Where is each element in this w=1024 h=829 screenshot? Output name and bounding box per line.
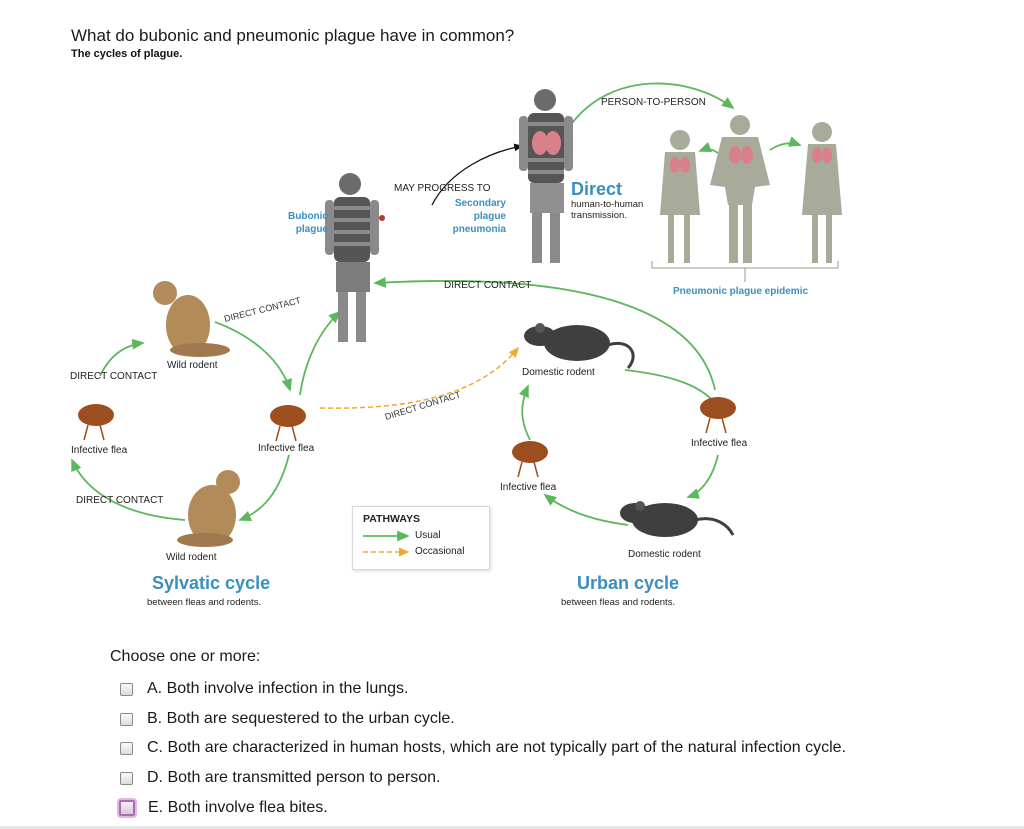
option-b-checkbox[interactable] (120, 712, 133, 726)
direct-contact-label-human: DIRECT CONTACT (444, 280, 532, 291)
wild-rodent-label-bottom: Wild rodent (166, 552, 217, 563)
option-e-label[interactable]: E. Both involve flea bites. (148, 799, 328, 816)
domestic-rodent-top (524, 323, 635, 370)
option-a[interactable]: A. Both involve infection in the lungs. (120, 678, 409, 700)
legend-occasional: Occasional (415, 546, 465, 557)
option-e-checkbox[interactable] (119, 800, 135, 816)
bottom-divider (0, 826, 1024, 829)
direct-sub-label: human-to-human transmission. (571, 199, 644, 221)
sylvatic-cycle-sub: between fleas and rodents. (147, 597, 262, 608)
direct-contact-label-left-bottom: DIRECT CONTACT (76, 495, 164, 506)
human-bubonic-figure (325, 173, 385, 342)
legend-usual: Usual (415, 530, 441, 541)
direct-contact-label-occasional: DIRECT CONTACT (384, 389, 463, 422)
option-b[interactable]: B. Both are sequestered to the urban cyc… (120, 708, 455, 730)
option-a-checkbox[interactable] (120, 682, 133, 696)
infective-flea-label-left: Infective flea (71, 445, 128, 456)
urban-cycle-title: Urban cycle (577, 573, 680, 593)
option-d[interactable]: D. Both are transmitted person to person… (120, 767, 440, 789)
option-e[interactable]: E. Both involve flea bites. (119, 797, 328, 819)
urban-cycle-sub: between fleas and rodents. (561, 597, 676, 608)
person-to-person-label: PERSON-TO-PERSON (601, 97, 706, 108)
pathways-legend: PATHWAYS Usual Occasional (352, 506, 490, 570)
option-d-checkbox[interactable] (120, 771, 133, 785)
option-c-checkbox[interactable] (120, 741, 133, 755)
plague-cycle-diagram: DIRECT CONTACT DIRECT CONTACT (71, 82, 842, 547)
option-c-label[interactable]: C. Both are characterized in human hosts… (147, 739, 847, 756)
infective-flea-label-urban: Infective flea (500, 482, 557, 493)
epidemic-silhouettes (660, 115, 842, 263)
legend-title: PATHWAYS (363, 513, 420, 525)
legend-swatches (363, 530, 410, 557)
human-direct-figure (519, 89, 573, 263)
pneumonic-epidemic-label: Pneumonic plague epidemic (673, 286, 809, 297)
infective-flea-label-right: Infective flea (691, 438, 748, 449)
secondary-pneumonia-label: Secondary plague pneumonia (452, 198, 506, 235)
option-d-label[interactable]: D. Both are transmitted person to person… (147, 769, 441, 786)
infective-flea-label-mid: Infective flea (258, 443, 315, 454)
sylvatic-cycle-title: Sylvatic cycle (152, 573, 271, 593)
direct-contact-label-left-top: DIRECT CONTACT (70, 371, 158, 382)
may-progress-label: MAY PROGRESS TO (394, 183, 491, 194)
direct-contact-label-rodent: DIRECT CONTACT (223, 295, 302, 324)
direct-label: Direct (571, 179, 623, 199)
bubonic-plague-label: Bubonic plague (288, 211, 328, 235)
figure-title: The cycles of plague. (71, 48, 183, 60)
wild-rodent-top (153, 281, 230, 357)
question-text: What do bubonic and pneumonic plague hav… (71, 26, 515, 45)
wild-rodent-bottom (177, 470, 240, 547)
choose-prompt: Choose one or more: (110, 648, 261, 665)
option-a-label[interactable]: A. Both involve infection in the lungs. (147, 680, 409, 697)
option-c[interactable]: C. Both are characterized in human hosts… (120, 737, 846, 759)
domestic-rodent-label-top: Domestic rodent (522, 367, 595, 378)
flea-icons (78, 397, 736, 463)
domestic-rodent-label-bottom: Domestic rodent (628, 549, 701, 560)
domestic-rodent-bottom (620, 501, 735, 537)
wild-rodent-label-top: Wild rodent (167, 360, 218, 371)
option-b-label[interactable]: B. Both are sequestered to the urban cyc… (147, 710, 455, 727)
